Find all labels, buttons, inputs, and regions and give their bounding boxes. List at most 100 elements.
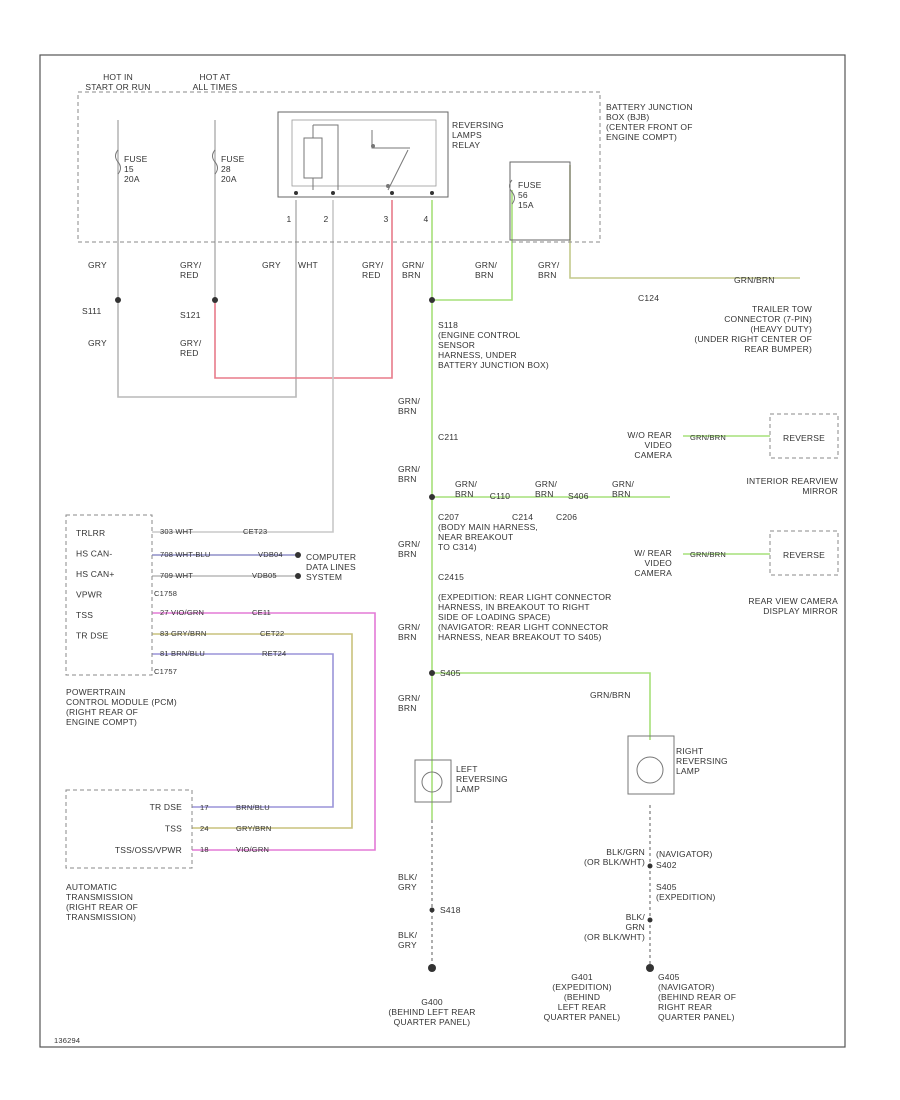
label-power-hot_run_l2: START OR RUN (85, 82, 150, 92)
label-pcm-codes-3: CE11 (252, 608, 271, 617)
label-wires-gry: GRY (88, 260, 107, 270)
label-wires-grn-brn-h3: GRN/BRN (612, 479, 634, 499)
label-splices-s418: S418 (440, 905, 461, 915)
splice-s111-dot (115, 297, 121, 303)
label-wires-grn-brn-7: GRN/BRN (398, 693, 420, 713)
label-splices-s405-2: S405 (656, 882, 677, 892)
splice-s405-dot (429, 670, 435, 676)
wire-pink-vpwr (152, 612, 376, 851)
label-wires-grn_brn_s: GRN/BRN (590, 690, 631, 700)
label-trans-nums-2: 18 (200, 845, 209, 854)
right-reversing-lamp (627, 735, 675, 795)
label-wires-grn-brn-6: GRN/BRN (398, 622, 420, 642)
s418-dot (429, 907, 435, 913)
wire-khaki-tss (152, 633, 353, 829)
label-pcm-wire_labels-2: 709 WHT (160, 571, 193, 580)
label-pcm-wire_labels-3: 27 VIO/GRN (160, 608, 204, 617)
fuse56-box (509, 161, 571, 241)
label-wires-gry_brn: GRY/BRN (538, 260, 560, 280)
splice-s121-dot (212, 297, 218, 303)
label-pcm-codes-1: VDB04 (258, 550, 283, 559)
label-wires-grn_brn_h: GRN/BRN (455, 479, 477, 499)
transmission-box (65, 789, 193, 869)
reversing-relay (277, 111, 449, 198)
left-reversing-lamp (414, 759, 452, 803)
wire-green-fuse56 (432, 190, 513, 301)
wire-white-trlrr (152, 200, 334, 533)
label-splices-s406: S406 (568, 491, 589, 501)
g401-ground-icon (646, 964, 654, 972)
relay-pin-dots (294, 191, 298, 195)
label-pcm-codes-5: RET24 (262, 649, 286, 658)
label-power-hot_all_l1: HOT AT (199, 72, 230, 82)
fuse28-icon (212, 149, 218, 175)
label-wires-wht: WHT (298, 260, 318, 270)
label-wires-gry-2: GRY (262, 260, 281, 270)
splice-s406-dot (429, 494, 435, 500)
label-pcm-wire_labels-4: 83 GRY/BRN (160, 629, 206, 638)
label-trans-nums-1: 24 (200, 824, 209, 833)
wire-violet-trdse (152, 653, 334, 808)
label-connectors-c1757: C1757 (154, 667, 177, 676)
splice-s118-dot (429, 297, 435, 303)
label-rear-reverse-box: REVERSE (783, 550, 825, 560)
wire-gray-red (214, 200, 393, 379)
wire-gray-fuse15 (117, 120, 297, 398)
label-grounds-nav: (NAVIGATOR) (656, 849, 713, 859)
label-wires-gry_red: GRY/RED (180, 260, 202, 280)
label-connectors-c214: C214 (512, 512, 533, 522)
label-connectors-c124: C124 (638, 293, 659, 303)
label-trans-wire_labels-0: BRN/BLU (236, 803, 270, 812)
vdb05-dot (295, 573, 301, 579)
battery-junction-box (77, 91, 601, 243)
label-pcm-codes-4: CET22 (260, 629, 284, 638)
label-connectors-c110: C110 (490, 491, 511, 501)
label-wires-grn-brn-5: GRN/BRN (398, 539, 420, 559)
fuse15-icon (115, 149, 121, 175)
label-footer_code: 136294 (54, 1036, 80, 1045)
label-wires-grn_brn: GRN/BRN (402, 260, 424, 280)
label-pcm-codes-2: VDB05 (252, 571, 277, 580)
label-splices-s405: S405 (440, 668, 461, 678)
label-connectors-c206: C206 (556, 512, 577, 522)
label-connectors-c1758: C1758 (154, 589, 177, 598)
label-wires-grn-brn-2: GRN/BRN (475, 260, 497, 280)
label-relay-pins-0: 1 (287, 214, 292, 224)
label-relay-pins-1: 2 (324, 214, 329, 224)
label-wires-grn-brn-4: GRN/BRN (398, 464, 420, 484)
label-int-reverse-box: REVERSE (783, 433, 825, 443)
wire-green-khaki-tow (569, 165, 800, 279)
label-pcm-wire_labels-0: 303 WHT (160, 527, 193, 536)
label-splices-s121: S121 (180, 310, 201, 320)
label-grounds-s402: S402 (656, 860, 677, 870)
pcm-box (65, 514, 153, 676)
label-trans-wire_labels-2: VIO/GRN (236, 845, 269, 854)
label-power-hot_all_l2: ALL TIMES (193, 82, 238, 92)
label-wires-grn-brn-h2: GRN/BRN (535, 479, 557, 499)
label-wires-gry-red-3: GRY/RED (180, 338, 202, 358)
label-wires-grn_brn_tt: GRN/BRN (734, 275, 775, 285)
label-wires-blk_grn: BLK/GRN(OR BLK/WHT) (584, 847, 645, 867)
label-splices-c211: C211 (438, 432, 459, 442)
label-pcm-wire_labels-1: 708 WHT-BLU (160, 550, 211, 559)
diagram-frame (39, 54, 846, 1048)
relay-pin4-dot (430, 191, 434, 195)
